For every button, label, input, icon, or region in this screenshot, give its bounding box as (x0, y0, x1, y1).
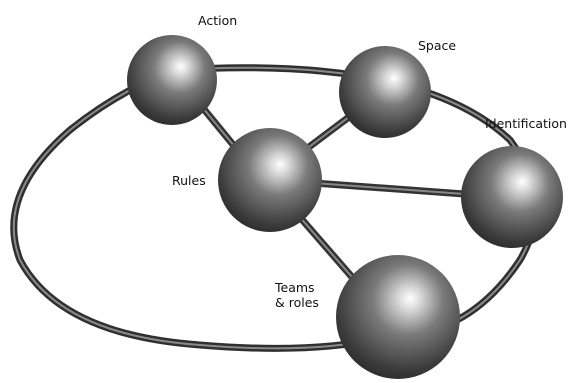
label-teams-line1: Teams (274, 280, 315, 295)
label-space: Space (418, 38, 456, 53)
label-rules: Rules (172, 173, 206, 188)
node-teams (336, 255, 460, 379)
node-rules (218, 128, 322, 232)
label-identification: Identification (485, 116, 567, 131)
spheres (127, 35, 563, 379)
node-space (339, 46, 431, 138)
node-identification (461, 146, 563, 248)
label-action: Action (198, 13, 237, 28)
labels: Action Space Identification Rules Teams … (172, 13, 567, 310)
label-teams-line2: & roles (275, 295, 319, 310)
outer-ring (10, 64, 539, 352)
node-action (127, 35, 217, 125)
